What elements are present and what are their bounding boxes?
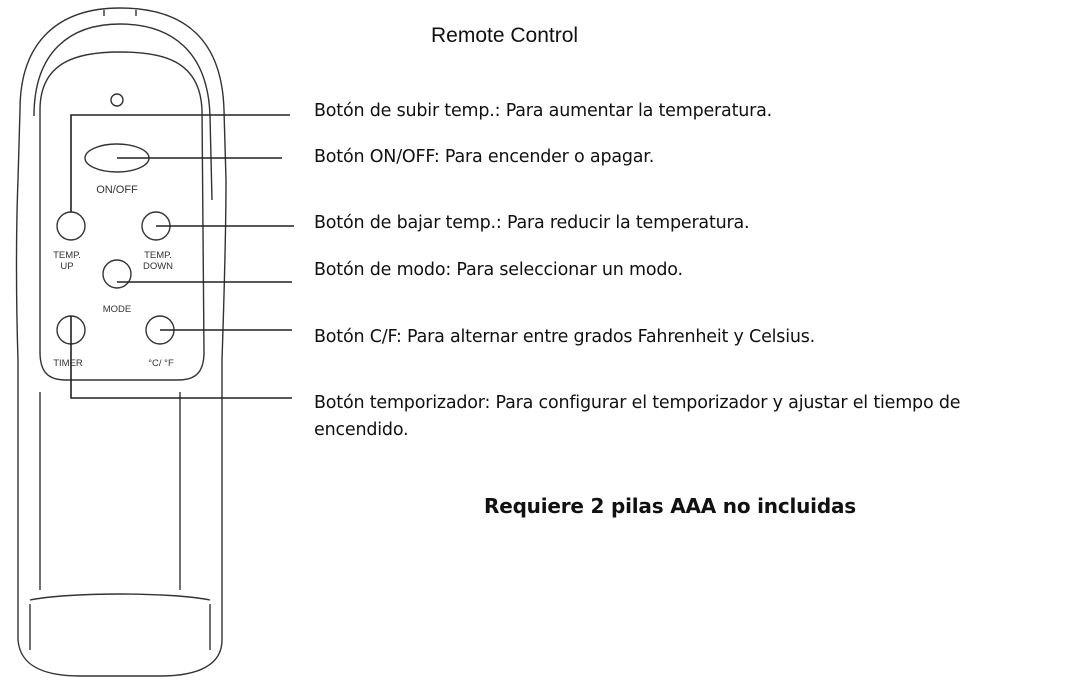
callout-timer-line1: Botón temporizador: Para configurar el t… — [314, 393, 961, 413]
temp-down-label-line2: DOWN — [143, 261, 173, 272]
leader-line-temp-up — [70, 114, 290, 212]
mode-label: MODE — [103, 304, 132, 315]
page-title: Remote Control — [431, 24, 579, 47]
temp-up-label-line2: UP — [60, 261, 73, 272]
callout-on-off: Botón ON/OFF: Para encender o apagar. — [314, 147, 655, 167]
callout-timer-line2: encendido. — [314, 420, 409, 440]
indicator-led — [110, 93, 124, 107]
button-panel-outline — [39, 51, 205, 381]
callout-cf: Botón C/F: Para alternar entre grados Fa… — [314, 327, 816, 347]
remote-top-cap — [103, 10, 137, 16]
callout-temp-down: Botón de bajar temp.: Para reducir la te… — [314, 213, 750, 233]
cf-label: °C/ °F — [148, 358, 174, 369]
on-off-label: ON/OFF — [96, 184, 138, 196]
remote-body-inner-outline — [33, 23, 213, 201]
temp-down-label-line1: TEMP. — [144, 250, 172, 261]
remote-body-outline — [15, 7, 227, 677]
callout-temp-up: Botón de subir temp.: Para aumentar la t… — [314, 101, 773, 121]
leader-line-timer — [70, 316, 292, 399]
temp-up-button[interactable] — [56, 211, 86, 241]
timer-label: TIMER — [53, 358, 83, 369]
temp-up-label-line1: TEMP. — [53, 250, 81, 261]
mode-button[interactable] — [102, 259, 132, 289]
callout-mode: Botón de modo: Para seleccionar un modo. — [314, 260, 683, 280]
battery-note: Requiere 2 pilas AAA no incluidas — [484, 494, 856, 518]
handle-base — [29, 593, 211, 650]
